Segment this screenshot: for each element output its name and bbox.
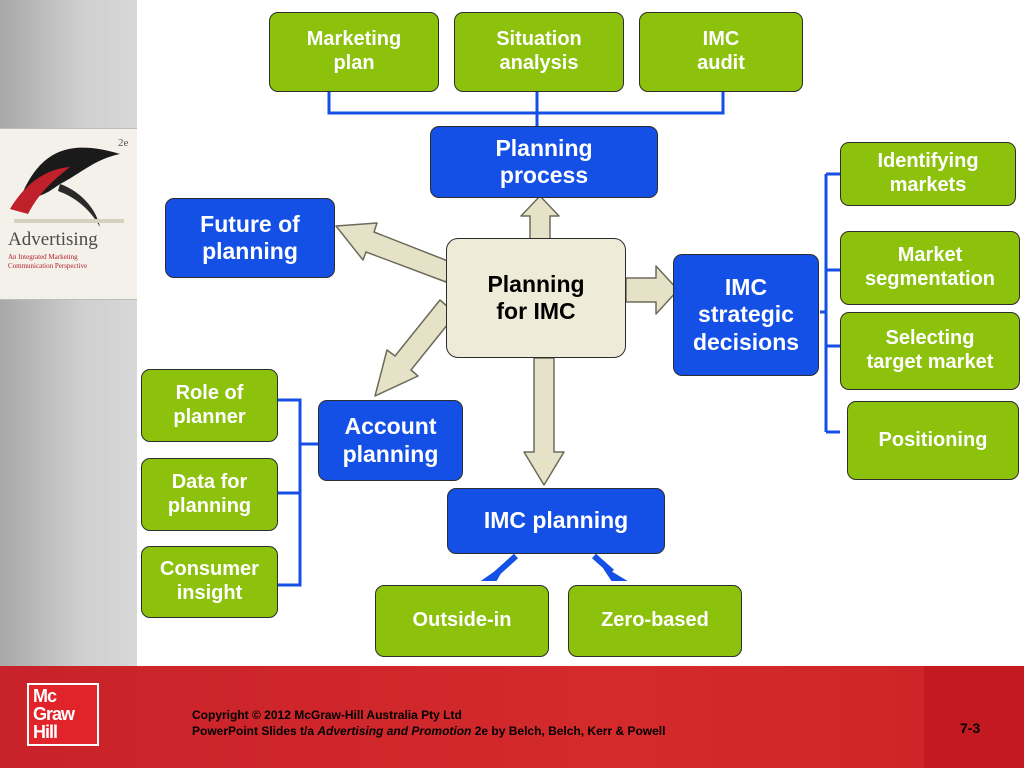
arrow-to-imc-planning (523, 357, 565, 486)
arrow-to-imc-strategic (625, 265, 679, 315)
footer-bar (0, 666, 1024, 768)
planning-process-box: Planning process (430, 126, 658, 198)
future-of-planning-box: Future of planning (165, 198, 335, 278)
market-segmentation-box: Market segmentation (840, 231, 1020, 305)
page-number: 7-3 (960, 720, 981, 736)
account-bracket (278, 398, 318, 587)
arrow-head-outside-in (480, 565, 505, 581)
cover-title: Advertising (8, 229, 98, 250)
strategic-bracket (820, 172, 840, 434)
imc-planning-box: IMC planning (447, 488, 665, 554)
book-title-italic: Advertising and Promotion (317, 724, 472, 738)
cover-subtitle: An Integrated Marketing Communication Pe… (8, 253, 88, 270)
positioning-box: Positioning (847, 401, 1019, 480)
left-sidebar (0, 0, 137, 666)
cover-stripe (14, 219, 124, 223)
imc-audit-box: IMC audit (639, 12, 803, 92)
data-for-planning-box: Data for planning (141, 458, 278, 531)
identifying-markets-box: Identifying markets (840, 142, 1016, 206)
slides-credit-line: PowerPoint Slides t/a Advertising and Pr… (192, 724, 666, 738)
connector-layer (278, 90, 840, 587)
mcgraw-hill-logo: Mc Graw Hill (27, 683, 99, 746)
zero-based-box: Zero-based (568, 585, 742, 657)
arrow-to-account-planning (374, 299, 457, 397)
role-of-planner-box: Role of planner (141, 369, 278, 442)
consumer-insight-box: Consumer insight (141, 546, 278, 618)
situation-analysis-box: Situation analysis (454, 12, 624, 92)
imc-strategic-decisions-box: IMC strategic decisions (673, 254, 819, 376)
top-inputs-bracket (327, 90, 725, 127)
cover-illustration (10, 147, 120, 227)
logo-line-hill: Hill (33, 722, 58, 742)
logo-line-mc: Mc (33, 686, 57, 706)
selecting-target-market-box: Selecting target market (840, 312, 1020, 390)
book-cover-image: 2e Advertising An Integrated Marketing C… (0, 128, 137, 300)
arrow-to-planning-process (520, 195, 560, 241)
footer-page-panel (924, 666, 1024, 768)
arrow-line-zero-based (592, 553, 614, 575)
cover-edition: 2e (118, 137, 129, 149)
account-planning-box: Account planning (318, 400, 463, 481)
copyright-text: Copyright © 2012 McGraw-Hill Australia P… (192, 707, 665, 739)
arrow-head-zero-based (603, 567, 628, 581)
copyright-line: Copyright © 2012 McGraw-Hill Australia P… (192, 708, 462, 722)
planning-for-imc-box: Planning for IMC (446, 238, 626, 358)
outside-in-box: Outside-in (375, 585, 549, 657)
arrow-to-future-of-planning (335, 222, 454, 283)
logo-line-graw: Graw (33, 704, 75, 724)
marketing-plan-box: Marketing plan (269, 12, 439, 92)
